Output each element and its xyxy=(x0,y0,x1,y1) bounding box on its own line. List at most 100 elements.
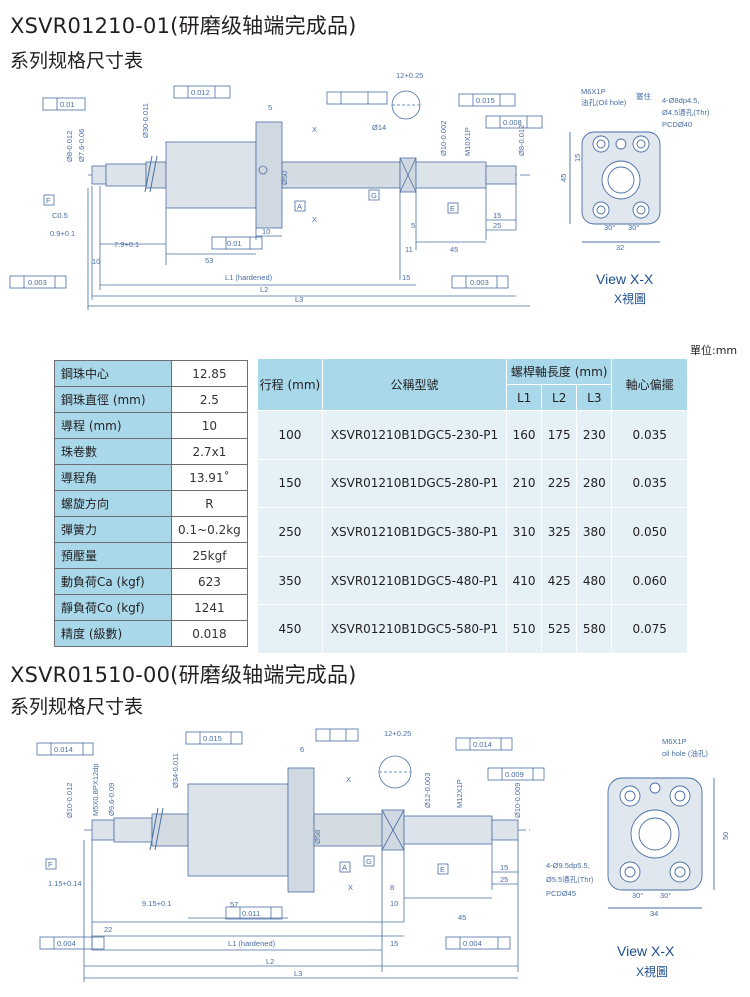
d2-dim10: 10 xyxy=(390,899,398,908)
d2-d96: Ø9.6-0.09 xyxy=(107,783,116,816)
model-cell-l2: 425 xyxy=(541,556,578,606)
spec-key: 靜負荷Co (kgf) xyxy=(54,594,172,621)
d30: Ø30-0.011 xyxy=(141,103,150,138)
model-cell-l1: 210 xyxy=(506,459,543,509)
dim11: 11 xyxy=(405,245,413,254)
d2-d58: Ø58 xyxy=(313,830,322,844)
view1-ang2: 30° xyxy=(628,223,639,232)
spec-row: 動負荷Ca (kgf)623 xyxy=(54,568,248,595)
spec-value: 1241 xyxy=(171,594,248,621)
d2-l2: L2 xyxy=(266,957,274,966)
d2-l1: L1 (hardened) xyxy=(228,939,276,948)
view1-ang1: 30° xyxy=(604,223,615,232)
header-l3: L3 xyxy=(576,384,613,411)
view2-label: View X-X xyxy=(617,943,675,959)
spec-value: 25kgf xyxy=(171,542,248,569)
d2-dim45: 45 xyxy=(458,913,466,922)
view2-pcd: PCDØ45 xyxy=(546,889,576,898)
spec-value: 12.85 xyxy=(171,360,248,387)
d2-d10b: Ø10-0.009 xyxy=(513,783,522,818)
d2-perp0004: 0.004 xyxy=(57,939,76,948)
view1-pcd: PCDØ40 xyxy=(662,120,692,129)
c05: C0.5 xyxy=(52,211,68,220)
d2-dim6: 6 xyxy=(300,745,304,754)
ref-g: G xyxy=(371,191,377,200)
view1-dim32: 32 xyxy=(616,243,624,252)
spec-key: 精度 (級數) xyxy=(54,620,172,647)
d2-dim8: 8 xyxy=(390,883,394,892)
model-cell-l1: 160 xyxy=(506,410,543,460)
header-l2: L2 xyxy=(541,384,578,411)
spec-key: 珠卷數 xyxy=(54,438,172,465)
header-length: 螺桿軸長度 (mm) xyxy=(506,358,613,385)
d2-ref-f: F xyxy=(48,860,53,869)
header-model: 公稱型號 xyxy=(321,358,508,411)
section1-title: XSVR01210-01(研磨级轴端完成品) xyxy=(10,14,357,38)
dim53: 53 xyxy=(205,256,213,265)
tol-001: 0.01 xyxy=(60,100,75,109)
d09: 0.9+0.1 xyxy=(50,229,75,238)
d76: Ø7.6-0.06 xyxy=(77,129,86,162)
d2-dim15b: 15 xyxy=(390,939,398,948)
dim15: 15 xyxy=(493,211,501,220)
model-cell-model: XSVR01210B1DGC5-580-P1 xyxy=(321,604,508,654)
spec-key: 導程 (mm) xyxy=(54,412,172,439)
dim5b: 5 xyxy=(411,221,415,230)
ref-f: F xyxy=(46,196,51,205)
spec-row: 精度 (級數)0.018 xyxy=(54,620,248,647)
spec-value: 2.7x1 xyxy=(171,438,248,465)
section2-subtitle: 系列规格尺寸表 xyxy=(10,696,144,718)
view2-thr: Ø5.5通孔(Thr) xyxy=(546,874,594,884)
model-cell-runout: 0.050 xyxy=(611,507,688,557)
d50: Ø50 xyxy=(280,171,289,185)
dim45: 45 xyxy=(450,245,458,254)
spec-key: 鋼珠中心 xyxy=(54,360,172,387)
model-cell-l3: 230 xyxy=(576,410,613,460)
view1-dim45: 45 xyxy=(559,174,568,182)
dim10b: 10 xyxy=(92,257,100,266)
spec-value: 13.91˚ xyxy=(171,464,248,491)
d2-dim15: 15 xyxy=(500,863,508,872)
spec-key: 動負荷Ca (kgf) xyxy=(54,568,172,595)
dim25: 25 xyxy=(493,221,501,230)
spec-key: 預壓量 xyxy=(54,542,172,569)
m10: M10X1P xyxy=(463,127,472,156)
spec-key: 彈簧力 xyxy=(54,516,172,543)
view1-dim15: 15 xyxy=(573,154,582,162)
ref-e: E xyxy=(450,204,455,213)
model-cell-stroke: 350 xyxy=(257,556,323,606)
spec-key: 鋼珠直徑 (mm) xyxy=(54,386,172,413)
d2-dim25: 25 xyxy=(500,875,508,884)
spec-value: 2.5 xyxy=(171,386,248,413)
d2-tol-0014: 0.014 xyxy=(54,745,73,754)
view1-m6: M6X1P xyxy=(581,87,606,96)
d2-ball: 12+0.25 xyxy=(384,729,411,738)
view2-m6: M6X1P xyxy=(662,737,687,746)
l2: L2 xyxy=(260,285,268,294)
d8: Ø8-0.012 xyxy=(65,131,74,162)
drawing1: 0.01 0.012 0.015 0.008 12+0.25 Ø14 5 X X… xyxy=(9,71,710,310)
model-table: 行程 (mm) 公稱型號 螺桿軸長度 (mm) 軸心偏擺 L1 L2 L3 10… xyxy=(257,358,688,654)
view1-oil: 油孔(Oil hole) xyxy=(581,97,627,107)
d2-dim22: 22 xyxy=(104,925,112,934)
d14: Ø14 xyxy=(372,123,386,132)
d2-m5: M5X0.8PX12dp xyxy=(91,763,100,816)
model-cell-l3: 480 xyxy=(576,556,613,606)
model-cell-l2: 225 xyxy=(541,459,578,509)
spec-value: 0.1~0.2kg xyxy=(171,516,248,543)
perp001: 0.01 xyxy=(227,239,242,248)
model-cell-runout: 0.035 xyxy=(611,459,688,509)
view2-ang1: 30° xyxy=(632,891,643,900)
section2-title: XSVR01510-00(研磨级轴端完成品) xyxy=(10,663,357,687)
d2-ref-e: E xyxy=(440,865,445,874)
drawing2: 0.014 0.015 0.014 0.009 12+0.25 6 X X 8 … xyxy=(36,728,730,982)
model-cell-runout: 0.060 xyxy=(611,556,688,606)
perp0003: 0.003 xyxy=(28,278,47,287)
